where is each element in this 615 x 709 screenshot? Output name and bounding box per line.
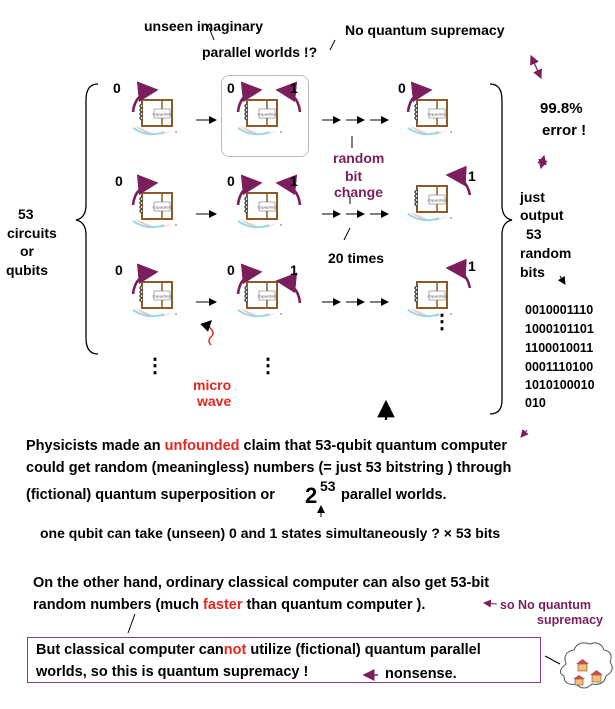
- dots-col1: ⋮: [145, 355, 165, 377]
- bitstring-3: 1100010011: [525, 341, 594, 355]
- bitstring-4: 0001110100: [525, 360, 594, 374]
- bitstring-6: 010: [525, 396, 546, 410]
- qubit-r3-c1: [132, 281, 179, 318]
- output-label: output: [520, 207, 564, 223]
- qubit-r3-c2: [237, 281, 284, 318]
- pointer-20times: [343, 227, 351, 241]
- just-label: just: [520, 189, 545, 205]
- left-53: 53: [18, 206, 34, 222]
- state-0-r2c2: 0: [227, 173, 235, 189]
- so-no-quantum-2: supremacy: [537, 613, 604, 627]
- bit-label: bit: [345, 168, 363, 184]
- bitstring-1: 0010001110: [525, 303, 594, 317]
- state-0-r2c1: 0: [115, 173, 123, 189]
- bitstring-2: 1000101101: [525, 322, 594, 336]
- state-0-r1c2: 0: [227, 80, 235, 96]
- state-1-r2c3: 1: [468, 168, 476, 184]
- dots-col3: ⋮: [432, 311, 452, 333]
- state-0-r3c2: 0: [227, 262, 235, 278]
- state-0-r1c1: 0: [113, 80, 121, 96]
- so-no-quantum-1: so No quantum: [500, 598, 591, 612]
- random-label: random: [333, 150, 385, 166]
- state-1-r3c3: 1: [468, 258, 476, 274]
- body-line-3-b: parallel worlds.: [341, 487, 447, 503]
- qubit-r1-c3: [407, 99, 454, 136]
- bitstring-5: 1010100010: [525, 378, 595, 392]
- no-quantum-supremacy-label: No quantum supremacy: [345, 22, 505, 38]
- body-line-5: On the other hand, ordinary classical co…: [33, 575, 490, 591]
- double-arrow-2: [537, 154, 548, 170]
- n53-label: 53: [526, 226, 542, 242]
- change-label: change: [334, 184, 384, 200]
- left-brace: [75, 83, 99, 355]
- qubit-r2-c3: [407, 185, 454, 222]
- quantum-supremacy-box: [27, 637, 541, 683]
- twenty-times-label: 20 times: [328, 250, 385, 266]
- parallel-worlds-label: parallel worlds !?: [202, 44, 318, 60]
- microwave-icon: [200, 320, 214, 346]
- two-power-exponent: 53: [320, 478, 336, 494]
- bits-label: bits: [520, 264, 545, 280]
- micro-label: micro: [193, 377, 232, 393]
- box-line-1: But classical computer cannot utilize (f…: [36, 642, 481, 658]
- body-line-6: random numbers (much faster than quantum…: [33, 597, 426, 613]
- body-line-3-a: (fictional) quantum superposition or: [26, 487, 275, 503]
- random-bits-label: random: [520, 245, 572, 261]
- state-1-r3c2: 1: [290, 262, 298, 278]
- right-brace: [489, 83, 513, 415]
- state-arrows: [131, 81, 472, 304]
- body-line-4: one qubit can take (unseen) 0 and 1 stat…: [40, 525, 501, 541]
- two-power-base: 2: [305, 483, 318, 508]
- thought-bubble-icon: [560, 642, 613, 689]
- state-0-r3c1: 0: [115, 262, 123, 278]
- body-line-1: Physicists made an unfounded claim that …: [26, 438, 507, 454]
- error-word: error !: [542, 122, 587, 139]
- qubit-r2-c2: [237, 192, 284, 229]
- box-line-2: worlds, so this is quantum supremacy !: [36, 664, 309, 680]
- wave-label: wave: [197, 393, 232, 409]
- qubit-r2-c1: [132, 192, 179, 229]
- error-percent: 99.8%: [540, 100, 583, 117]
- state-1-r1c2: 1: [290, 80, 298, 96]
- body-line-2: could get random (meaningless) numbers (…: [26, 460, 512, 476]
- double-arrow-1: [530, 54, 542, 80]
- nonsense-label: nonsense.: [385, 666, 457, 682]
- flow-arrows: [196, 116, 389, 306]
- dots-col2: ⋮: [258, 355, 278, 377]
- left-circuits: circuits: [7, 225, 57, 241]
- qubit-r1-c1: [132, 99, 179, 136]
- superposition-box: [221, 75, 309, 157]
- unseen-imaginary-label: unseen imaginary: [144, 18, 264, 34]
- left-or: or: [20, 243, 34, 259]
- state-1-r2c2: 1: [290, 173, 298, 189]
- state-0-r1c3: 0: [398, 80, 406, 96]
- left-qubits: qubits: [6, 262, 48, 278]
- bits-arrow: [557, 275, 566, 285]
